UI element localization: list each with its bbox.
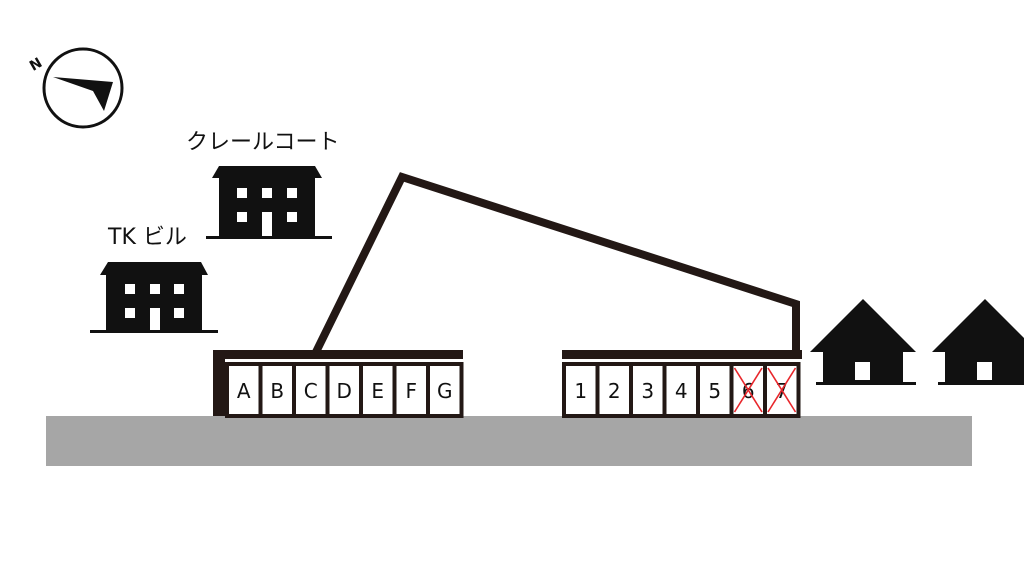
north-arrow-icon (42, 47, 124, 129)
parking-space-5: 5 (696, 362, 734, 418)
parking-space-D: D (325, 362, 363, 418)
parking-space-label: 5 (708, 379, 721, 403)
parking-block-right (562, 350, 802, 359)
parking-space-G: G (426, 362, 464, 418)
apartment-building-icon (90, 262, 218, 333)
parking-space-6: 6 (729, 362, 767, 418)
house-icon (932, 299, 1024, 385)
parking-space-label: G (437, 379, 453, 403)
parking-space-E: E (359, 362, 397, 418)
parking-space-B: B (258, 362, 296, 418)
building-label-crair-court: クレールコート (186, 130, 340, 155)
parking-space-label: D (337, 379, 352, 403)
parking-space-label: B (270, 379, 284, 403)
parking-space-label: F (405, 379, 417, 403)
building-label-tk: TK ビル (107, 225, 187, 250)
parking-space-F: F (392, 362, 430, 418)
parking-space-label: A (237, 379, 251, 403)
parking-space-label: 2 (608, 379, 621, 403)
parking-space-label: C (304, 379, 318, 403)
house-icon (810, 299, 916, 385)
parking-space-label: 4 (675, 379, 688, 403)
parking-space-label: E (371, 379, 384, 403)
parking-space-4: 4 (662, 362, 700, 418)
property-boundary (312, 172, 800, 354)
road (46, 416, 972, 466)
parking-space-2: 2 (595, 362, 633, 418)
parking-block-left (213, 350, 463, 416)
parking-space-label: 1 (574, 379, 587, 403)
parking-space-7: 7 (763, 362, 801, 418)
parking-space-3: 3 (629, 362, 667, 418)
unavailable-x-icon (767, 367, 797, 413)
compass-label: N (27, 55, 45, 75)
unavailable-x-icon (733, 367, 763, 413)
parking-space-label: 3 (641, 379, 654, 403)
parking-space-A: A (225, 362, 263, 418)
apartment-building-icon (206, 166, 332, 239)
parking-space-1: 1 (562, 362, 600, 418)
parking-space-C: C (292, 362, 330, 418)
